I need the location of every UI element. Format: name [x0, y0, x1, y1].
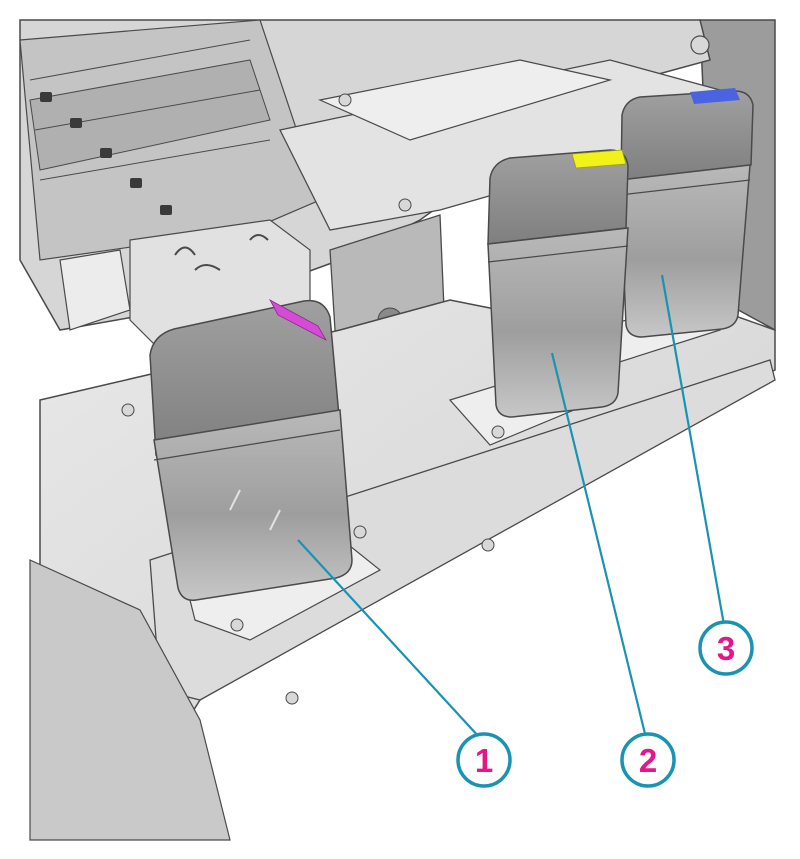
- leader-line-3: [660, 274, 726, 626]
- callout-3: 3: [698, 620, 754, 676]
- callout-1: 1: [456, 732, 512, 788]
- top-rail-plate: [318, 59, 613, 141]
- callout-label-1: 1: [475, 742, 493, 779]
- screw-icon: [690, 35, 710, 55]
- screw-icon: [230, 618, 244, 632]
- interior-mechanism: [19, 19, 321, 361]
- screw-icon: [398, 198, 412, 212]
- callout-label-2: 2: [639, 742, 657, 779]
- screw-icon: [338, 93, 352, 107]
- leader-lines: [297, 274, 726, 739]
- screw-icon: [121, 403, 135, 417]
- callout-2: 2: [620, 732, 676, 788]
- screw-icon: [353, 525, 367, 539]
- cartridge-stripe-magenta: [269, 299, 328, 341]
- ink-cartridge-icon: [619, 88, 754, 338]
- screw-icon: [285, 691, 299, 705]
- leader-line-1: [297, 539, 481, 739]
- callout-label-3: 3: [717, 630, 735, 667]
- ink-cartridge-icon: [487, 149, 629, 418]
- lower-base: [29, 559, 231, 841]
- cartridge-stripe-blue: [690, 88, 740, 104]
- screw-icon: [481, 538, 495, 552]
- ink-cartridge-icon: [149, 299, 353, 601]
- leader-line-2: [550, 352, 648, 739]
- screw-icon: [491, 425, 505, 439]
- cartridge-stripe-yellow: [571, 149, 627, 169]
